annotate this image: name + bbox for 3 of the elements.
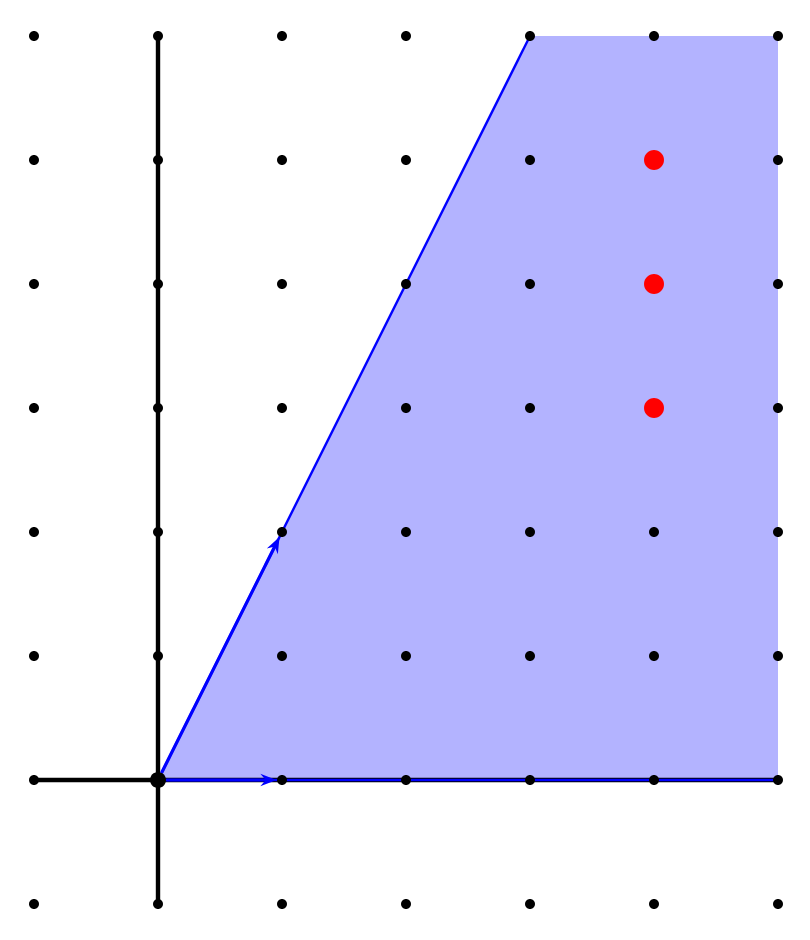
lattice-point	[277, 775, 287, 785]
lattice-point	[277, 527, 287, 537]
lattice-point	[150, 772, 166, 788]
